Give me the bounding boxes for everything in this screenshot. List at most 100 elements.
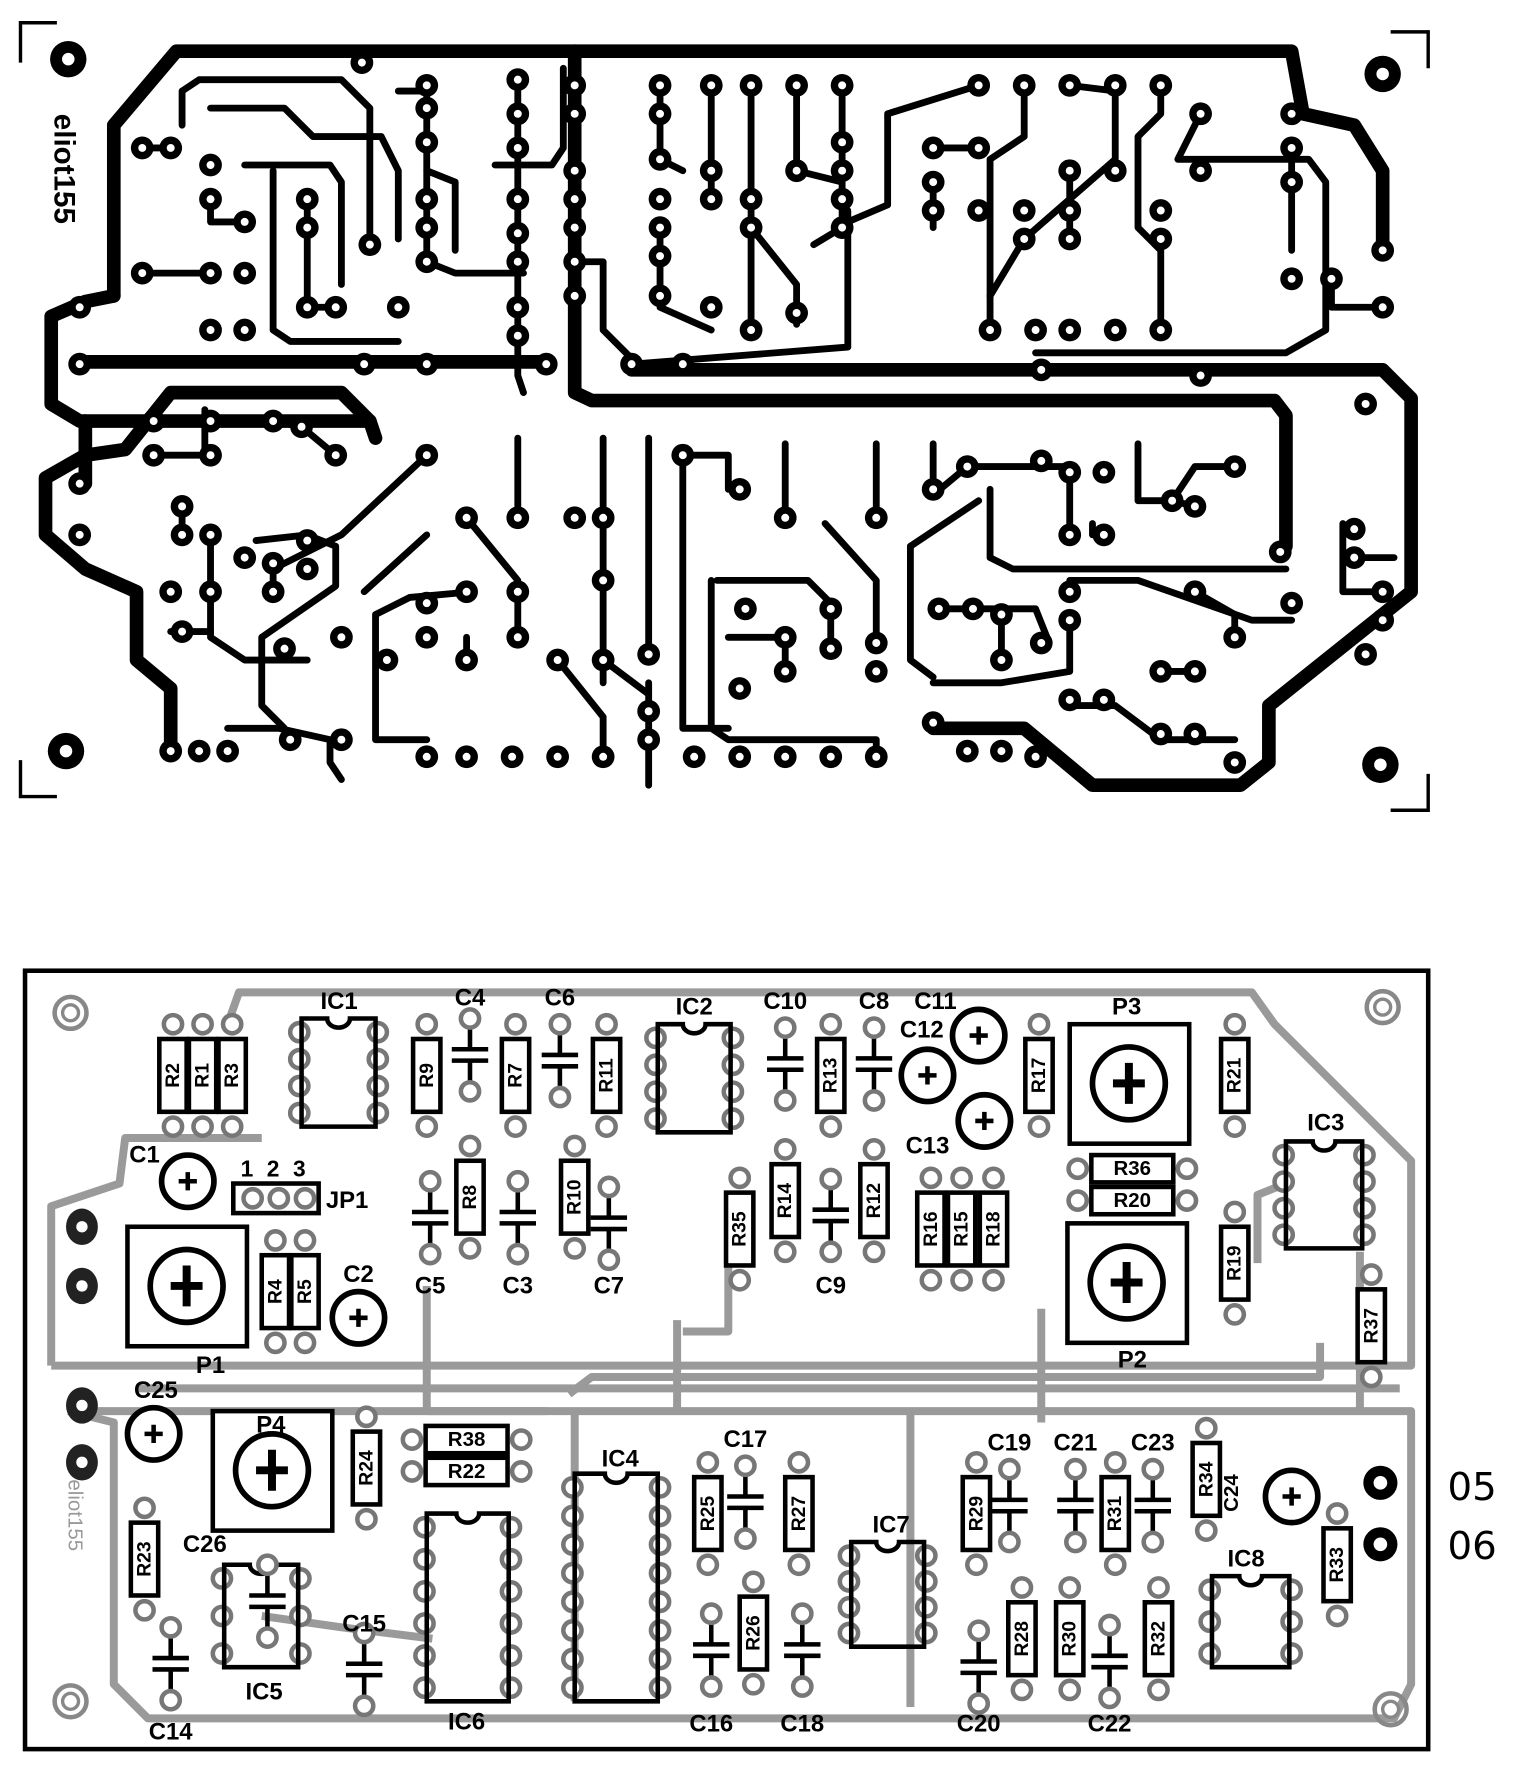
copper-pad <box>864 660 888 683</box>
copper-pad <box>728 745 752 769</box>
ic-ic8: IC8 <box>1198 1546 1304 1670</box>
component-label: R15 <box>951 1211 973 1247</box>
copper-pad <box>773 745 797 769</box>
capacitor-c9: C9 <box>812 1167 849 1299</box>
capacitor-c6: C6 <box>541 985 579 1109</box>
copper-pad <box>1012 73 1036 97</box>
electrolytic-cap-c25: C25 <box>124 1377 183 1463</box>
resistor-r34: R34 <box>1190 1416 1223 1542</box>
copper-pad <box>199 318 222 342</box>
copper-pad <box>620 352 643 376</box>
copper-pad <box>187 739 211 763</box>
copper-pad <box>130 261 154 285</box>
copper-pad <box>1058 460 1082 484</box>
copper-pad <box>1012 199 1036 222</box>
copper-pad <box>170 523 194 547</box>
component-label: IC2 <box>676 994 713 1021</box>
copper-pad <box>415 96 439 120</box>
copper-pad <box>290 415 313 439</box>
supply-pad <box>66 1387 98 1424</box>
trimmer-pot-p2: P2 <box>1065 1221 1190 1373</box>
component-label: C26 <box>183 1531 227 1558</box>
ic-ic2: IC2 <box>644 994 745 1135</box>
copper-pad <box>506 68 530 92</box>
copper-pad <box>546 745 569 769</box>
copper-pad <box>563 187 587 211</box>
copper-pad <box>199 409 222 433</box>
copper-pad <box>563 284 587 308</box>
copper-pad <box>637 699 661 723</box>
copper-pad <box>159 580 183 604</box>
copper-pad <box>1280 102 1304 126</box>
resistor-r37: R37 <box>1355 1263 1388 1389</box>
copper-pad <box>591 648 615 672</box>
mounting-hole-icon <box>52 994 89 1032</box>
copper-pad <box>1058 159 1082 183</box>
component-label: R18 <box>982 1211 1004 1247</box>
component-label: C21 <box>1054 1429 1098 1456</box>
copper-pad <box>773 506 797 530</box>
copper-pad <box>1012 227 1036 251</box>
capacitor-c20: C20 <box>957 1619 1001 1738</box>
component-label: C2 <box>343 1261 374 1288</box>
copper-pad <box>773 625 797 649</box>
copper-pad <box>1183 580 1207 604</box>
copper-pad <box>967 136 991 160</box>
component-label: C12 <box>900 1016 944 1043</box>
resistor-r32: R32 <box>1142 1576 1175 1702</box>
component-label: R20 <box>1114 1189 1152 1212</box>
capacitor-c19: C19 <box>987 1429 1031 1554</box>
copper-pad <box>921 170 945 194</box>
component-label: R33 <box>1326 1547 1348 1583</box>
corner-marks <box>18 21 1430 812</box>
copper-pad <box>415 130 439 154</box>
copper-pad <box>990 603 1013 626</box>
copper-pad <box>648 187 672 211</box>
copper-pad <box>1058 688 1082 712</box>
component-label: R2 <box>162 1063 184 1088</box>
copper-pad <box>506 102 530 126</box>
copper-pad <box>199 261 222 285</box>
component-label: R14 <box>774 1183 796 1219</box>
resistor-r1: R1 <box>186 1012 219 1139</box>
resistor-r28: R28 <box>1005 1576 1038 1702</box>
component-label: P4 <box>256 1411 286 1438</box>
copper-pad <box>1223 625 1247 649</box>
copper-pad <box>1058 227 1082 251</box>
component-label: R13 <box>820 1057 842 1093</box>
component-label: R22 <box>448 1460 486 1483</box>
copper-pad <box>1223 751 1247 774</box>
electrolytic-cap-c24: C24 <box>1220 1467 1321 1526</box>
component-label: C8 <box>859 988 890 1015</box>
resistor-r13: R13 <box>814 1012 847 1139</box>
copper-pad <box>350 51 374 74</box>
copper-pad <box>352 352 376 376</box>
copper-pad <box>830 187 854 211</box>
copper-pad <box>261 580 285 604</box>
copper-pad <box>375 648 399 672</box>
copper-pad <box>415 443 439 467</box>
copper-pad <box>295 557 319 581</box>
component-label: IC7 <box>872 1511 909 1538</box>
copper-pad <box>506 187 530 211</box>
mounting-hole-icon <box>1362 746 1399 783</box>
copper-pad <box>1320 267 1343 291</box>
copper-pad <box>506 136 530 160</box>
copper-pad <box>1024 745 1047 769</box>
resistor-r21: R21 <box>1218 1012 1251 1139</box>
component-label: IC4 <box>602 1445 640 1472</box>
copper-pad <box>1280 136 1304 160</box>
component-label: 1 <box>241 1156 254 1182</box>
connector-label-05: 05 <box>1448 1465 1497 1510</box>
ic-ic1: IC1 <box>287 988 390 1129</box>
component-label: R32 <box>1147 1621 1169 1656</box>
resistor-r5: R5 <box>289 1229 321 1355</box>
resistor-r29: R29 <box>960 1450 993 1577</box>
connector-pad <box>1363 1465 1398 1500</box>
ic-ic3: IC3 <box>1272 1110 1376 1251</box>
capacitor-c10: C10 <box>763 988 807 1112</box>
copper-pad <box>1371 580 1395 604</box>
copper-pad <box>1149 318 1173 342</box>
component-label: C16 <box>689 1711 733 1738</box>
